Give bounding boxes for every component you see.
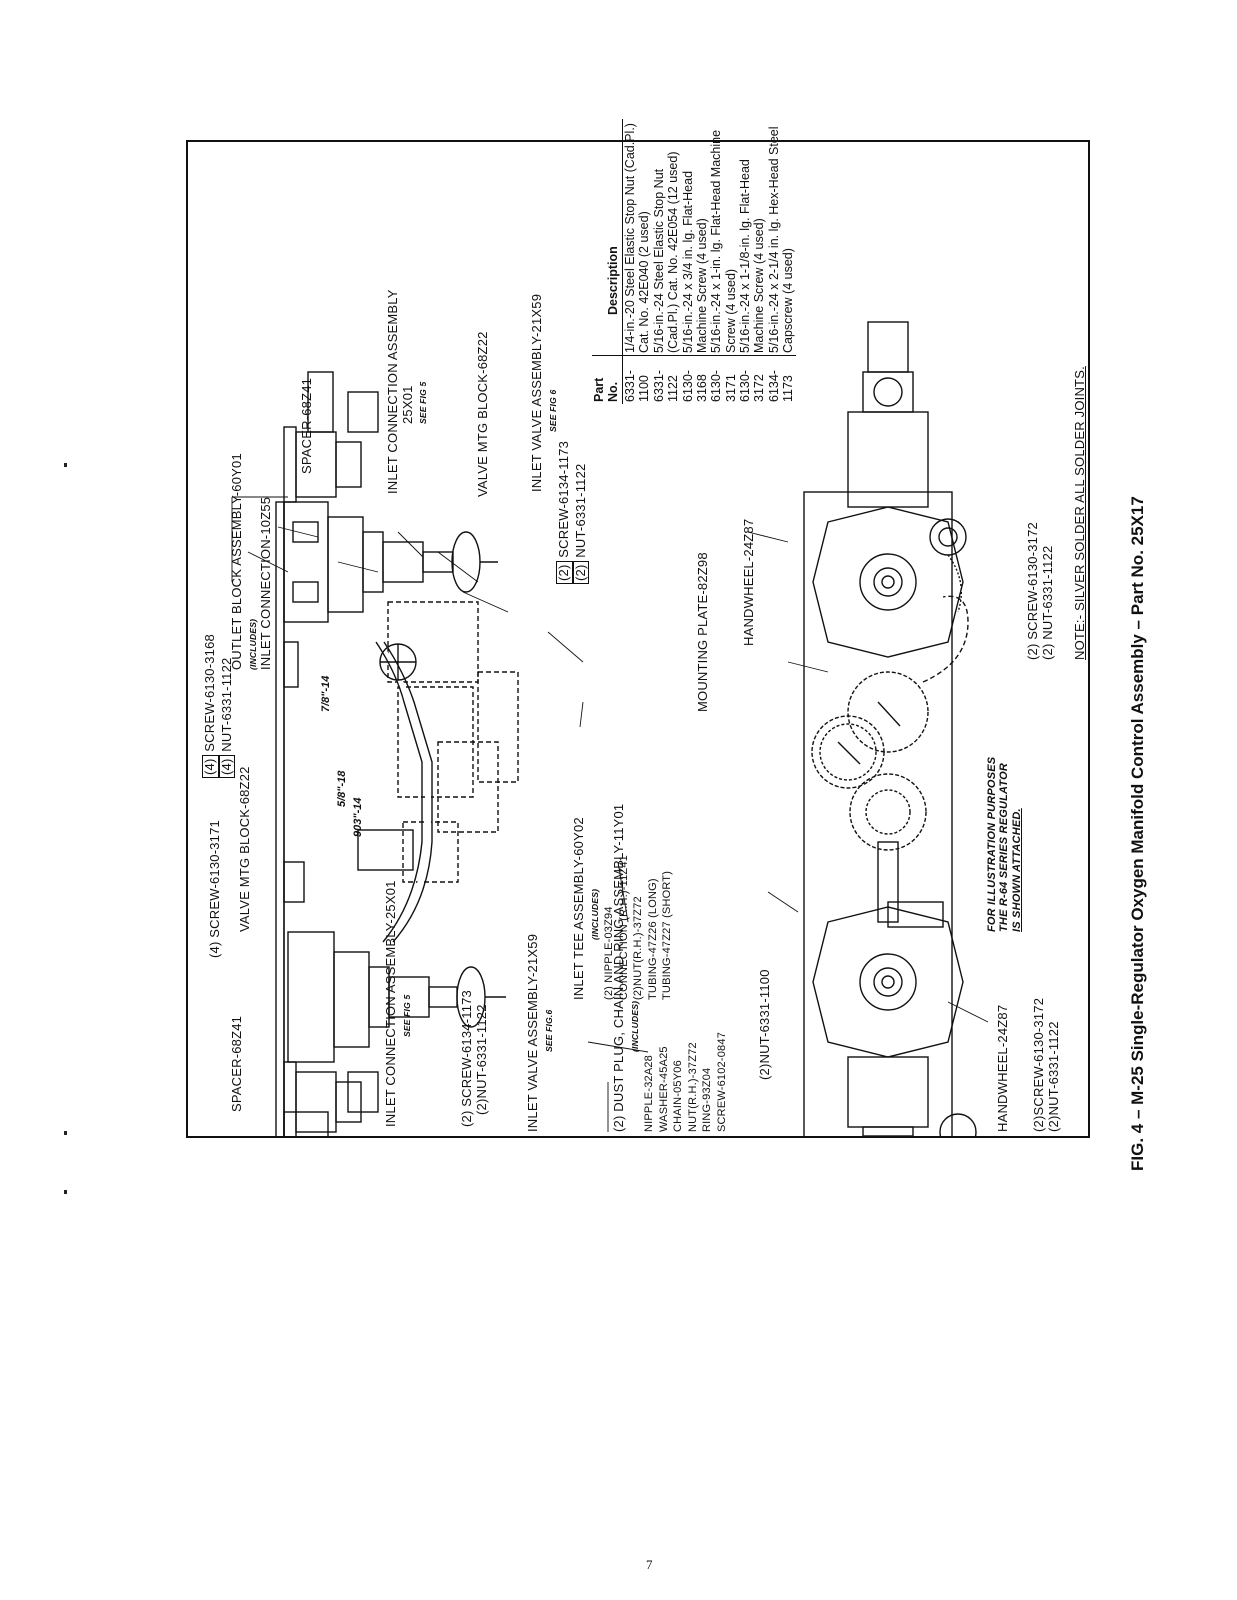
description-cell: 5/16-in.-24 Steel Elastic Stop Nut (Cad.… <box>651 151 681 354</box>
part-number-cell: 6331-1122 <box>651 355 681 404</box>
note-silver-solder: NOTE:- SILVER SOLDER ALL SOLDER JOINTS. <box>1072 366 1087 660</box>
inlet-tee-side <box>357 829 414 871</box>
margin-speck <box>64 1131 67 1135</box>
illustration-note: FOR ILLUSTRATION PURPOSES THE R-64 SERIE… <box>986 756 1023 932</box>
gauge-center <box>847 671 929 753</box>
page-number: 7 <box>646 1557 653 1572</box>
col-part-no: Part No. <box>592 355 623 404</box>
label-inlet-conn-assy-top: INLET CONNECTION ASSEMBLY 25X01 SEE FIG … <box>385 289 429 494</box>
label-spacer-top: SPACER-68Z41 <box>299 377 314 474</box>
label-screw-6130-3168: (4) SCREW-6130-3168 (4) NUT-6331-1122 <box>202 634 236 778</box>
description-cell: 5/16-in.-24 x 1-1/8-in. lg. Flat-Head Ma… <box>738 159 767 353</box>
outlet-block-side <box>283 501 329 623</box>
part-number-cell: 6130-3171 <box>709 355 738 404</box>
label-inlet-valve-assy-top: INLET VALVE ASSEMBLY-21X59 SEE FIG 6 <box>529 293 558 492</box>
description-cell: 5/16-in.-24 x 2-1/4 in. lg. Hex-Head Ste… <box>766 126 796 353</box>
spacer-bottom <box>283 1061 297 1136</box>
figure-caption: FIG. 4 – M-25 Single-Regulator Oxygen Ma… <box>1128 496 1147 1171</box>
label-screw-nut-bottom: (2) SCREW-6134-1173 (2)NUT-6331-1122 <box>459 990 489 1127</box>
label-valve-mtg-block-bottom: VALVE MTG BLOCK-68Z22 <box>237 766 252 932</box>
description-cell: 1/4-in.-20 Steel Elastic Stop Nut (Cad.P… <box>623 123 652 353</box>
valve-block-bottom-side <box>287 931 335 1063</box>
handwheel-top <box>812 506 964 658</box>
dim-78-14: 7/8"-14 <box>320 675 332 712</box>
description-cell: 5/16-in.-24 x 1-in. lg. Flat-Head Machin… <box>709 129 738 353</box>
margin-speck <box>64 463 67 467</box>
col-description: Description <box>606 246 620 315</box>
label-handwheel-bottom: HANDWHEEL-24Z87 <box>995 1004 1010 1132</box>
regulator-body <box>849 773 927 851</box>
label-valve-mtg-block-top: VALVE MTG BLOCK-68Z22 <box>475 331 490 497</box>
label-outlet-block: OUTLET BLOCK ASSEMBLY-60Y01 (INCLUDES) I… <box>229 453 274 670</box>
margin-speck <box>64 1190 67 1194</box>
part-number-cell: 6130-3172 <box>738 355 767 404</box>
label-dust-plug: (2) DUST PLUG, CHAIN AND RING ASSEMBLY-1… <box>611 803 728 1132</box>
label-screw-nut-right-bottom: (2)SCREW-6130-3172 (2)NUT-6331-1122 <box>1031 997 1061 1132</box>
assembly-drawing <box>231 321 989 1136</box>
dust-plug-bottom <box>939 1113 977 1136</box>
label-handwheel-top: HANDWHEEL-24Z87 <box>741 518 756 646</box>
label-mounting-plate: MOUNTING PLATE-82Z98 <box>695 552 710 712</box>
dim-58-18: 5/8"-18 <box>336 770 348 807</box>
side-plate <box>275 501 285 1136</box>
label-inlet-conn-assy-bottom: INLET CONNECTION ASSEMBLY-25X01 SEE FIG … <box>383 880 412 1127</box>
drawing-frame: OUTLET BLOCK ASSEMBLY-60Y01 (INCLUDES) I… <box>186 119 1090 1138</box>
label-screw-6130-3171: (4) SCREW-6130-3171 <box>207 820 222 958</box>
part-number-cell: 6134-1173 <box>766 355 796 404</box>
spacer-top <box>283 426 297 503</box>
label-nut-6331-1100: (2)NUT-6331-1100 <box>757 969 772 1080</box>
dim-903-14: 903"-14 <box>352 797 364 837</box>
part-number-cell: 6331-1100 <box>622 355 652 404</box>
handwheel-bottom <box>812 906 964 1058</box>
label-inlet-valve-assy-bottom: INLET VALVE ASSEMBLY-21X59 SEE FIG.6 <box>525 933 554 1132</box>
label-spacer-bottom: SPACER-68Z41 <box>229 1015 244 1112</box>
label-screw-nut-top: (2) SCREW-6134-1173 (2) NUT-6331-1122 <box>556 441 590 584</box>
label-screw-nut-right-top: (2) SCREW-6130-3172 (2) NUT-6331-1122 <box>1025 522 1055 660</box>
mounting-plate <box>803 491 953 1136</box>
description-cell: 5/16-in.-24 x 3/4 in. lg. Flat-Head Mach… <box>680 170 709 353</box>
part-number-cell: 6130-3168 <box>680 355 710 404</box>
